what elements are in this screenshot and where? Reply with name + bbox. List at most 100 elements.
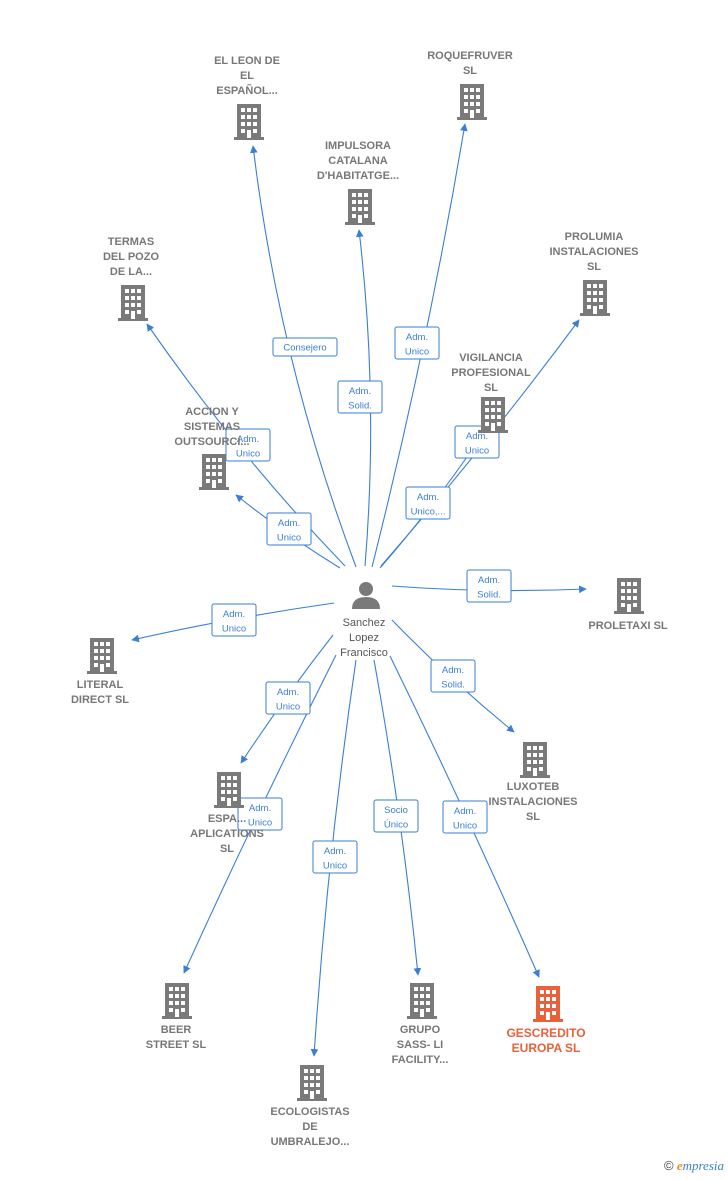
edge-label-el-leon[interactable]: Consejero: [272, 337, 338, 357]
company-name-line: DE LA...: [110, 266, 152, 278]
edge-label-literal[interactable]: Adm. Unico: [211, 603, 257, 637]
company-name-line: DEL POZO: [103, 251, 159, 263]
company-name-line: EL LEON DE: [214, 55, 280, 67]
edge-label-text: Adm.: [478, 575, 500, 586]
edge-label-prolumia[interactable]: Adm.Unico: [454, 425, 500, 459]
edge-label-text: Solid.: [441, 680, 465, 691]
company-node-literal[interactable]: LITERAL DIRECT SL: [71, 638, 129, 706]
edge-label-text: Adm.: [223, 609, 245, 620]
company-name-line: SASS- LI: [397, 1039, 443, 1051]
edge-label-text: Adm.: [442, 665, 464, 676]
company-name-line: OUTSOURCI...: [174, 436, 249, 448]
company-name-line: FACILITY...: [392, 1054, 449, 1066]
edge-label-text: Unico: [453, 821, 477, 832]
company-name-line: SL: [463, 65, 477, 77]
building-icon: [520, 742, 550, 778]
company-name-line: SL: [526, 811, 540, 823]
building-icon: [199, 454, 229, 490]
edge-label-beer[interactable]: Adm.Unico: [237, 797, 283, 831]
edge-label-box: [466, 569, 512, 603]
center-person[interactable]: Sanchez Lopez Francisco: [340, 582, 388, 659]
edge-label-text: Unico,...: [411, 507, 446, 518]
person-icon: [352, 582, 380, 609]
edge-label-proletaxi[interactable]: Adm.Solid.: [466, 569, 512, 603]
company-name-line: SL: [484, 382, 498, 394]
edge-label-vigilancia[interactable]: Adm.Unico,...: [405, 486, 451, 520]
edge-label-box: [265, 681, 311, 715]
edge-label-text: Adm.: [466, 431, 488, 442]
edge-label-text: Unico: [276, 702, 300, 713]
edge-label-ecologistas[interactable]: Adm.Unico: [312, 840, 358, 874]
edge-label-text: Adm.: [277, 687, 299, 698]
center-name-line-2: Lopez: [349, 632, 379, 644]
edge-label-impulsora[interactable]: Adm. Solid.: [337, 380, 383, 414]
edge-label-text: Consejero: [283, 343, 326, 354]
company-name-line: GESCREDITO: [506, 1026, 585, 1040]
company-name-line: CATALANA: [328, 155, 388, 167]
edge-label-text: Adm.: [349, 386, 371, 397]
company-name-line: INSTALACIONES: [488, 796, 577, 808]
edge-label-box: [266, 512, 312, 546]
edge-label-accion[interactable]: Adm.Unico: [266, 512, 312, 546]
edge-label-box: [373, 799, 419, 833]
edge-label-box: [405, 486, 451, 520]
company-name-line: UMBRALEJO...: [271, 1136, 350, 1148]
edge-label-termas[interactable]: Adm.Unico: [225, 428, 271, 462]
company-name-line: ACCION Y: [185, 406, 239, 418]
building-icon: [118, 285, 148, 321]
company-name-line: ROQUEFRUVER: [427, 50, 513, 62]
company-name-line: DIRECT SL: [71, 694, 129, 706]
building-icon: [87, 638, 117, 674]
company-name-line: VIGILANCIA: [459, 352, 523, 364]
company-node-ecologistas[interactable]: ECOLOGISTASDEUMBRALEJO...: [270, 1065, 350, 1148]
building-icon: [407, 983, 437, 1019]
center-name-line-3: Francisco: [340, 647, 388, 659]
brand-name: mpresia: [682, 1158, 724, 1173]
edge-label-espa[interactable]: Adm. Unico: [265, 681, 311, 715]
company-name-line: APLICATIONS: [190, 828, 264, 840]
edge-label-roquefruver[interactable]: Adm.Unico: [394, 326, 440, 360]
edge-label-gescredito[interactable]: Adm. Unico: [442, 800, 488, 834]
brand-initial: e: [676, 1158, 683, 1173]
edge-label-box: [442, 800, 488, 834]
edge-label-box: [430, 659, 476, 693]
company-node-el-leon[interactable]: EL LEON DEELESPAÑOL...: [214, 55, 280, 140]
edge-label-box: [312, 840, 358, 874]
company-name-line: PROLETAXI SL: [588, 620, 668, 632]
building-icon: [478, 397, 508, 433]
company-name-line: INSTALACIONES: [549, 246, 638, 258]
company-name-line: LITERAL: [77, 679, 124, 691]
building-icon: [614, 578, 644, 614]
edge-label-text: Adm.: [454, 806, 476, 817]
edge-label-box: [237, 797, 283, 831]
edge-label-text: Solid.: [348, 401, 372, 412]
company-node-roquefruver[interactable]: ROQUEFRUVER SL: [427, 50, 513, 120]
center-name-line-1: Sanchez: [343, 617, 386, 629]
edge-label-box: [394, 326, 440, 360]
edge-el-leon: [250, 145, 357, 568]
company-name-line: ESPAÑOL...: [216, 84, 278, 97]
edge-label-box: [454, 425, 500, 459]
company-name-line: ECOLOGISTAS: [270, 1106, 349, 1118]
copyright-symbol: ©: [663, 1158, 674, 1173]
edge-label-text: Adm.: [406, 332, 428, 343]
company-node-proletaxi[interactable]: PROLETAXI SL: [588, 578, 668, 632]
edge-label-box: [337, 380, 383, 414]
company-node-impulsora[interactable]: IMPULSORACATALANAD'HABITATGE...: [317, 140, 399, 225]
edge-label-text: Adm.: [324, 846, 346, 857]
edge-label-text: Unico: [222, 624, 246, 635]
building-icon: [345, 189, 375, 225]
edge-label-text: Unico: [277, 533, 301, 544]
company-node-accion[interactable]: ACCION YSISTEMASOUTSOURCI...: [174, 406, 250, 490]
edge-label-luxoteb[interactable]: Adm. Solid.: [430, 659, 476, 693]
